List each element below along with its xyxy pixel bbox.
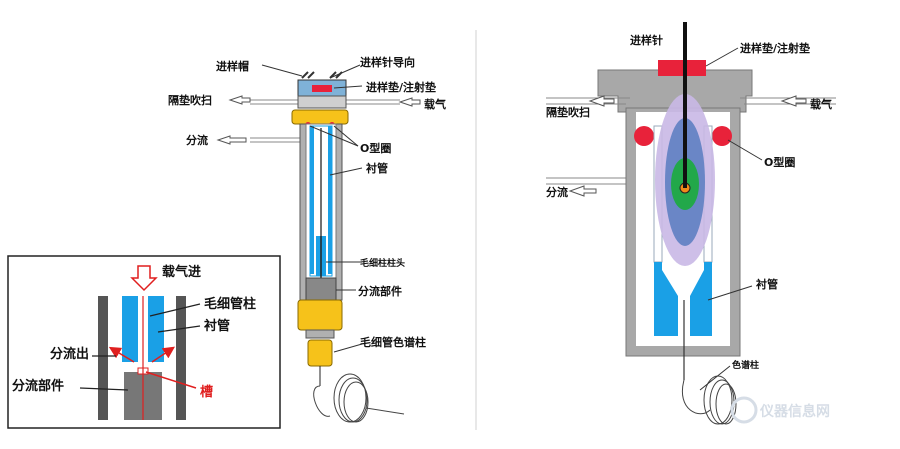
label-carrier-gas: 载气 bbox=[424, 97, 446, 111]
label-needle-guide: 进样针导向 bbox=[360, 55, 415, 69]
label-column-head: 毛细柱柱头 bbox=[360, 257, 405, 269]
septum-pad bbox=[312, 85, 332, 92]
label-right-carrier: 载气 bbox=[810, 97, 832, 111]
label-right-split: 分流 bbox=[546, 185, 568, 199]
septum-purge-arrow bbox=[228, 95, 251, 105]
right-carrier-arrow bbox=[780, 95, 807, 107]
inset-detail: 载气进 毛细管柱 衬管 分流出 分流部件 槽 bbox=[7, 255, 281, 429]
capillary-coil bbox=[313, 373, 405, 423]
split-arrow bbox=[216, 135, 247, 145]
carrier-in-arrow bbox=[130, 265, 158, 292]
label-septum: 进样垫/注射垫 bbox=[366, 80, 436, 94]
label-right-o-ring: O型圈 bbox=[764, 155, 795, 169]
label-syringe: 进样针 bbox=[630, 33, 663, 47]
label-right-purge: 隔垫吹扫 bbox=[546, 105, 590, 119]
column-nut bbox=[307, 339, 333, 367]
watermark-text: 仪器信息网 bbox=[759, 403, 830, 420]
label-liner: 衬管 bbox=[366, 161, 388, 175]
right-injector: 进样针 进样垫/注射垫 隔垫吹扫 载气 O型圈 分流 衬管 色谱柱 bbox=[546, 22, 836, 425]
label-inset-capillary: 毛细管柱 bbox=[204, 296, 256, 312]
label-capillary-column: 毛细管色谱柱 bbox=[360, 335, 426, 349]
label-o-ring: O型圈 bbox=[360, 141, 391, 155]
label-groove: 槽 bbox=[200, 384, 213, 400]
label-inset-split-part: 分流部件 bbox=[12, 378, 64, 394]
label-septum-purge: 隔垫吹扫 bbox=[168, 93, 212, 107]
label-septum-cap: 进样帽 bbox=[216, 59, 249, 73]
right-purge-arrow bbox=[588, 95, 615, 107]
inset-liner bbox=[122, 296, 138, 362]
top-cap bbox=[597, 69, 753, 113]
right-split-arrow bbox=[568, 185, 597, 197]
lower-nut bbox=[297, 299, 343, 331]
label-split-part: 分流部件 bbox=[358, 284, 402, 298]
label-split: 分流 bbox=[186, 133, 208, 147]
label-right-column: 色谱柱 bbox=[732, 359, 759, 371]
right-septum bbox=[658, 60, 706, 76]
label-carrier-in: 载气进 bbox=[162, 264, 201, 280]
label-right-septum: 进样垫/注射垫 bbox=[740, 41, 810, 55]
right-liner-bottom bbox=[654, 262, 678, 336]
top-nut bbox=[291, 109, 349, 125]
carrier-gas-arrow bbox=[398, 97, 421, 107]
right-o-ring-left bbox=[634, 126, 654, 146]
label-split-out: 分流出 bbox=[50, 346, 89, 362]
left-injector: 进样帽 进样针导向 进样垫/注射垫 隔垫吹扫 载气 分流 O型圈 衬管 毛细柱柱… bbox=[168, 55, 446, 423]
split-part bbox=[305, 277, 337, 301]
right-column-coil bbox=[681, 375, 737, 425]
right-o-ring-right bbox=[712, 126, 732, 146]
label-right-liner: 衬管 bbox=[756, 277, 778, 291]
watermark: 仪器信息网 bbox=[730, 396, 830, 424]
label-inset-liner: 衬管 bbox=[204, 318, 230, 334]
